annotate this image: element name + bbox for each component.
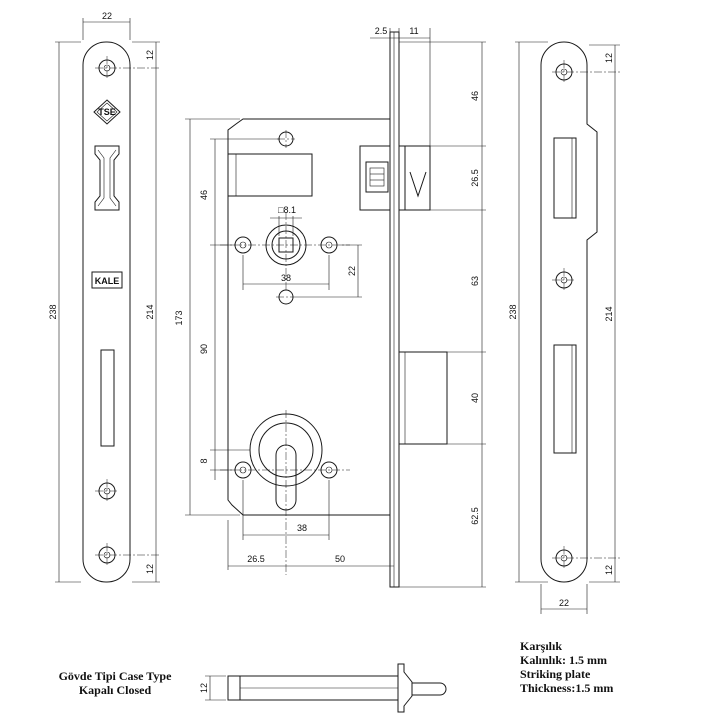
kale-logo: KALE: [91, 271, 123, 289]
tse-logo: TSE: [93, 99, 121, 125]
latch-bolt: [399, 145, 431, 211]
dim-side-view-height: 12: [199, 683, 209, 693]
caption-strike-thickness-tr: Kalınlık: 1.5 mm: [520, 653, 607, 667]
dim-spindle-screw-spacing: 38: [281, 273, 291, 283]
strike-bolt-opening: [553, 344, 577, 454]
dead-bolt: [398, 351, 448, 445]
dim-latch-projection: 11: [409, 26, 418, 36]
lock-front-plate: [389, 31, 400, 588]
strike-plate-outline: [540, 41, 598, 583]
caption-strike-thickness-en: Thickness:1.5 mm: [520, 681, 613, 695]
side-view: 12: [199, 663, 447, 713]
faceplate-outline: [82, 41, 131, 583]
strike-plate-view: 12 214 12 238 22: [508, 41, 620, 614]
caption-strike-title: Karşılık: [520, 639, 562, 653]
tse-logo-text: TSE: [98, 107, 116, 117]
dim-faceplate-width: 22: [102, 11, 112, 21]
dim-body-depth-left: 26.5: [247, 554, 265, 564]
dim-body-height: 173: [174, 310, 184, 325]
cylinder-screw-right: [320, 461, 338, 479]
dim-bolt-to-bottom: 62.5: [470, 507, 480, 525]
dim-strike-bottom-hole: 12: [604, 565, 614, 575]
dim-cylinder-offset: 8: [199, 458, 209, 463]
faceplate-latch-opening: [94, 145, 120, 211]
kale-logo-text: KALE: [95, 276, 120, 286]
caption-case-closed: Kapalı Closed: [79, 683, 152, 697]
side-view-faceplate: [397, 663, 413, 713]
dim-strike-width: 22: [559, 598, 569, 608]
dim-faceplate-total-height: 238: [48, 304, 58, 319]
strike-latch-opening: [553, 137, 577, 219]
faceplate-view: TSE KALE 22 12 214 12: [48, 11, 160, 583]
dim-upper-offset: 46: [470, 91, 480, 101]
dim-strike-hole-spacing: 214: [604, 306, 614, 321]
dim-body-upper: 46: [199, 190, 209, 200]
dim-spindle-to-cylinder: 90: [199, 344, 209, 354]
dim-strike-total-height: 238: [508, 304, 518, 319]
latch-mechanism: [359, 145, 391, 211]
dim-flange-thickness: 2.5: [375, 26, 388, 36]
dim-faceplate-hole-spacing: 214: [145, 304, 155, 319]
dim-strike-top-hole: 12: [604, 53, 614, 63]
caption-strike-plate: Striking plate: [520, 667, 591, 681]
dim-latch-to-bolt: 63: [470, 276, 480, 286]
lock-body-view: □8.1 38 22 38 173 46: [174, 26, 486, 588]
dim-spindle-to-screw: 22: [347, 266, 357, 276]
latch-block: [227, 153, 313, 197]
dim-faceplate-top-hole: 12: [145, 50, 155, 60]
dim-bolt-height: 40: [470, 393, 480, 403]
caption-case-type: Gövde Tipi Case Type: [59, 669, 172, 683]
dim-latch-height: 26.5: [470, 169, 480, 187]
dim-faceplate-bottom-hole: 12: [145, 564, 155, 574]
faceplate-bolt-opening: [100, 349, 115, 447]
dim-square-spindle: □8.1: [278, 205, 296, 215]
dim-backset: 50: [335, 554, 345, 564]
spindle-screw-right: [320, 236, 338, 254]
side-view-latch: [412, 682, 447, 696]
dim-cylinder-screw-spacing: 38: [297, 523, 307, 533]
